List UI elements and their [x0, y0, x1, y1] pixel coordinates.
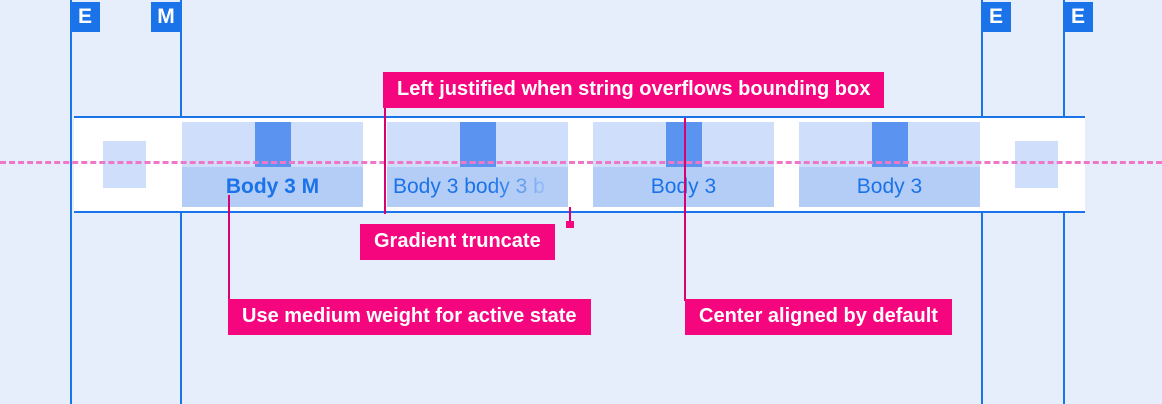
- chip-icon-area: [387, 122, 568, 167]
- placeholder-square-left: [103, 141, 146, 188]
- chip-body3-medium-active[interactable]: Body 3 M: [182, 122, 363, 207]
- chip-label: Body 3: [799, 167, 980, 207]
- chip-glyph-icon: [459, 122, 496, 167]
- annotation-left-justified-overflow: Left justified when string overflows bou…: [383, 72, 885, 108]
- leader-left-justified: [384, 106, 386, 214]
- badge-edge-left-outer: E: [70, 2, 100, 32]
- leader-gradient-truncate: [569, 207, 571, 227]
- chip-body3-center-default-b[interactable]: Body 3: [799, 122, 980, 207]
- chip-glyph-icon: [254, 122, 291, 167]
- annotation-gradient-truncate-notch: [566, 221, 574, 228]
- badge-edge-right-outer: E: [1063, 2, 1093, 32]
- placeholder-square-right: [1015, 141, 1058, 188]
- chip-icon-area: [593, 122, 774, 167]
- leader-medium-weight: [228, 195, 230, 301]
- leader-center-aligned: [684, 118, 686, 301]
- chip-body3-center-default-a[interactable]: Body 3: [593, 122, 774, 207]
- annotation-gradient-truncate: Gradient truncate: [360, 224, 555, 260]
- baseline-guide: [0, 161, 1162, 164]
- chip-icon-area: [799, 122, 980, 167]
- badge-edge-right-inner: E: [981, 2, 1011, 32]
- chip-icon-area: [182, 122, 363, 167]
- guide-left-outer: [70, 0, 72, 404]
- chip-label: Body 3: [593, 167, 774, 207]
- annotation-center-aligned-default: Center aligned by default: [685, 299, 952, 335]
- chip-label: Body 3 M: [182, 167, 363, 207]
- badge-margin-left: M: [151, 2, 181, 32]
- chip-glyph-icon: [665, 122, 702, 167]
- chip-label: Body 3 body 3 b: [387, 167, 568, 207]
- chip-glyph-icon: [871, 122, 908, 167]
- annotation-medium-weight-active: Use medium weight for active state: [228, 299, 591, 335]
- chip-body3-overflow-truncated[interactable]: Body 3 body 3 b: [387, 122, 568, 207]
